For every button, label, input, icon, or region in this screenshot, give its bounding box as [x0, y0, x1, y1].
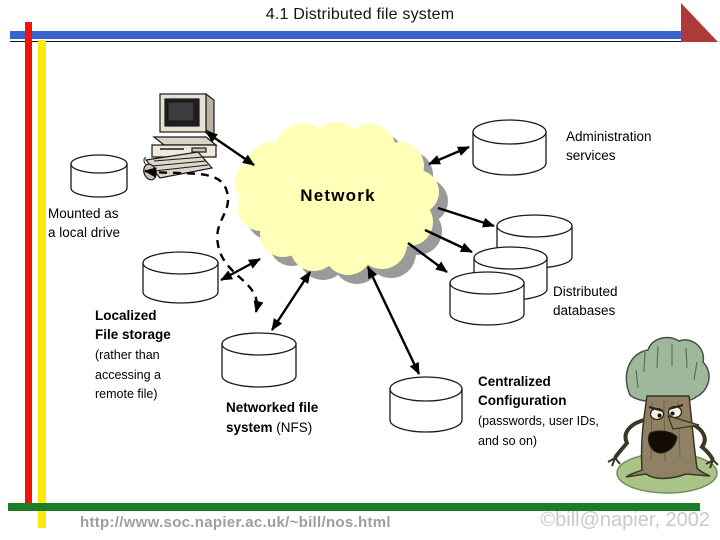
desktop-pc-icon	[143, 92, 218, 181]
connector-cloud-db2	[424, 228, 473, 254]
label-line: databases	[553, 302, 616, 318]
label-line: Localized	[95, 308, 157, 323]
localized-storage-cylinder	[142, 251, 219, 304]
corner-triangle	[681, 3, 718, 42]
connector-computer-cloud	[205, 131, 255, 166]
label-line: Mounted as	[48, 206, 119, 221]
label-mounted-drive: Mounted as a local drive	[48, 204, 120, 242]
distributed-db-cylinder-3	[449, 271, 525, 326]
connector-cloud-db1	[437, 206, 495, 228]
tree-character-icon	[607, 336, 719, 494]
footer-url: http://www.soc.napier.ac.uk/~bill/nos.ht…	[80, 514, 391, 531]
connector-nfs-cloud	[270, 271, 312, 331]
label-line: services	[566, 147, 616, 163]
network-cloud-label: Network	[300, 186, 376, 205]
label-admin-services: Administration services	[566, 128, 652, 165]
connector-cloud-admin	[428, 145, 470, 166]
label-line: File storage	[95, 327, 171, 342]
label-networked-fs: Networked file system (NFS)	[226, 398, 318, 437]
label-distributed-db: Distributed databases	[553, 283, 618, 320]
central-config-cylinder	[389, 376, 463, 433]
label-localized-storage: Localized File storage (rather than acce…	[95, 306, 171, 405]
label-line: Distributed	[553, 284, 618, 299]
title-hairline	[10, 41, 700, 42]
label-line: system (NFS)	[226, 419, 313, 435]
label-line: Administration	[566, 129, 652, 144]
label-central-config: Centralized Configuration (passwords, us…	[478, 372, 599, 451]
label-line: a local drive	[48, 225, 121, 240]
mounted-drive-cylinder	[70, 154, 128, 198]
left-accent-red	[25, 22, 32, 503]
title-underline-bar	[10, 31, 696, 39]
connector-dashed-mount-path	[144, 167, 264, 313]
connector-cloud-central	[366, 266, 421, 375]
admin-services-cylinder	[472, 119, 547, 176]
networked-fs-cylinder	[221, 332, 297, 388]
left-accent-yellow	[38, 40, 46, 528]
label-line: Networked file	[226, 400, 319, 415]
label-line: Configuration	[478, 393, 567, 408]
label-note: (passwords, user IDs, and so on)	[478, 414, 599, 448]
label-line: Centralized	[478, 374, 551, 389]
connector-cloud-db3	[407, 242, 448, 273]
label-note: (rather than accessing a remote file)	[95, 348, 162, 401]
slide-title: 4.1 Distributed file system	[265, 6, 455, 23]
footer-copyright: ©bill@napier, 2002	[540, 509, 710, 531]
bottom-accent-bar	[8, 503, 700, 511]
